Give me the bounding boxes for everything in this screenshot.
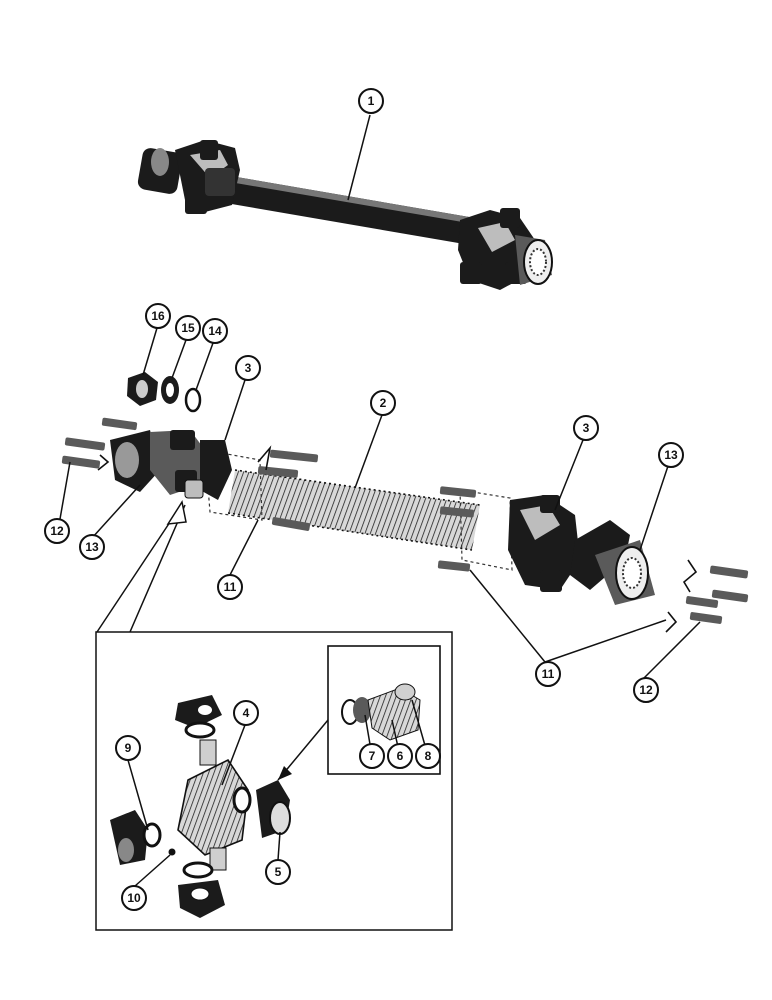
- svg-text:11: 11: [224, 580, 237, 594]
- svg-text:8: 8: [425, 749, 432, 763]
- svg-text:2: 2: [380, 396, 387, 410]
- callout-11: 11: [217, 574, 243, 600]
- svg-text:10: 10: [127, 891, 141, 905]
- inset-detail: [95, 504, 453, 931]
- callout-11: 11: [535, 661, 561, 687]
- callout-6: 6: [387, 743, 413, 769]
- callout-13: 13: [658, 442, 684, 468]
- callout-3: 3: [235, 355, 261, 381]
- svg-text:13: 13: [85, 540, 99, 554]
- callout-3: 3: [573, 415, 599, 441]
- svg-text:1: 1: [368, 94, 375, 108]
- callout-7: 7: [359, 743, 385, 769]
- assembled-drive-shaft: [137, 140, 553, 290]
- svg-text:4: 4: [243, 706, 250, 720]
- callout-15: 15: [175, 315, 201, 341]
- svg-text:9: 9: [125, 741, 132, 755]
- svg-text:3: 3: [245, 361, 252, 375]
- callout-12: 12: [44, 518, 70, 544]
- svg-text:6: 6: [397, 749, 404, 763]
- callout-14: 14: [202, 318, 228, 344]
- leader-lines: [59, 114, 701, 887]
- callout-10: 10: [121, 885, 147, 911]
- svg-text:3: 3: [583, 421, 590, 435]
- svg-text:16: 16: [151, 309, 165, 323]
- callout-4: 4: [233, 700, 259, 726]
- callout-12: 12: [633, 677, 659, 703]
- svg-text:15: 15: [181, 321, 195, 335]
- callout-5: 5: [265, 859, 291, 885]
- svg-text:12: 12: [50, 524, 64, 538]
- callout-9: 9: [115, 735, 141, 761]
- callout-2: 2: [370, 390, 396, 416]
- exploded-drive-shaft: [61, 372, 749, 633]
- callout-13: 13: [79, 534, 105, 560]
- svg-text:5: 5: [275, 865, 282, 879]
- svg-text:12: 12: [639, 683, 653, 697]
- callouts: 1 2 3 3 4 5 6 7 8 9 10 11 11 12 12 13 13…: [44, 88, 684, 911]
- callout-1: 1: [358, 88, 384, 114]
- svg-text:13: 13: [664, 448, 678, 462]
- callout-8: 8: [415, 743, 441, 769]
- svg-text:11: 11: [542, 667, 555, 681]
- svg-text:14: 14: [208, 324, 222, 338]
- svg-text:7: 7: [369, 749, 376, 763]
- callout-16: 16: [145, 303, 171, 329]
